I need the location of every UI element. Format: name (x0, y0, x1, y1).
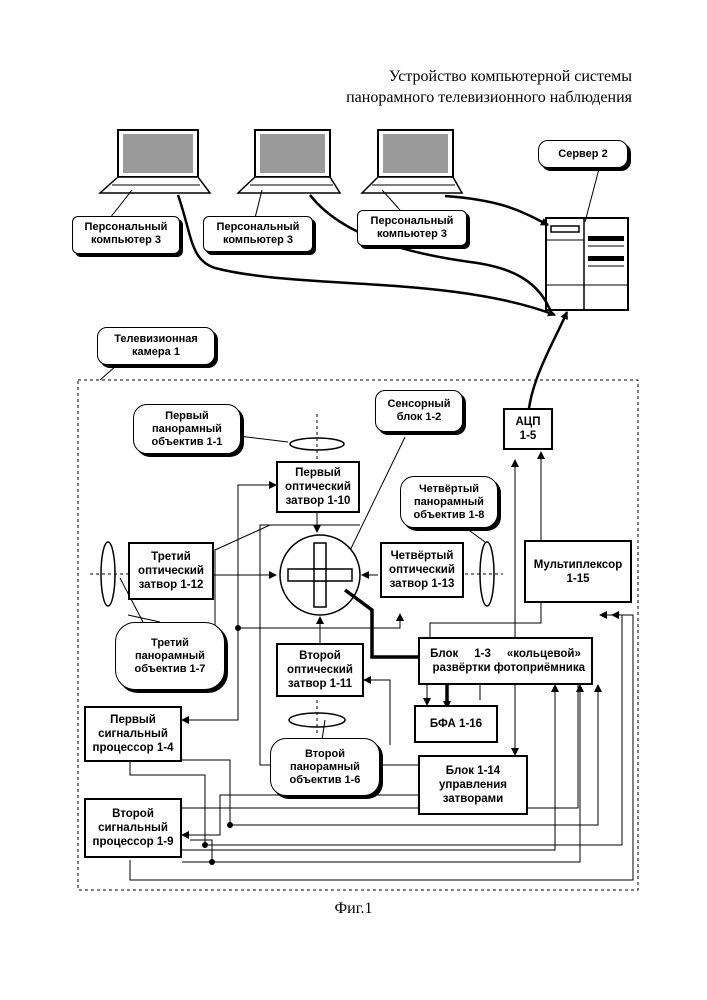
pc-label-1: Персональный компьютер 3 (72, 216, 180, 254)
camera-label: Телевизионная камера 1 (97, 327, 215, 365)
sensor-label: Сенсорный блок 1-2 (375, 390, 463, 432)
shutter-control-block: Блок 1-14 управления затворами (418, 755, 528, 815)
shutter-1-11: Второй оптический затвор 1-11 (276, 643, 364, 697)
pc-label-3: Персональный компьютер 3 (357, 210, 467, 246)
sensor-circle (280, 535, 360, 615)
laptop-icon-3 (362, 130, 462, 193)
bfa-block: БФА 1-16 (414, 705, 498, 743)
server-label: Сервер 2 (538, 140, 628, 168)
scan-block-line2: развёртки фотоприёмника (432, 661, 591, 675)
figure-caption: Фиг.1 (0, 900, 707, 918)
multiplexer-block: Мультиплексор 1-15 (524, 540, 632, 603)
shutter-1-12: Третий оптический затвор 1-12 (128, 542, 214, 600)
lens-label-1-7: Третий панорамный объектив 1-7 (115, 622, 225, 690)
lens-label-1-8: Четвёртый панорамный объектив 1-8 (400, 476, 498, 528)
signal-processor-1-4: Первый сигнальный процессор 1-4 (84, 706, 182, 762)
scan-block: Блок 1-3 «кольцевой» развёртки фотоприём… (418, 637, 593, 685)
signal-processor-1-9: Второй сигнальный процессор 1-9 (84, 798, 182, 858)
laptop-icon-1 (100, 130, 210, 193)
lens-label-1-1: Первый панорамный объектив 1-1 (133, 404, 241, 454)
scan-block-line1: Блок 1-3 «кольцевой» (430, 647, 581, 661)
lens-label-1-6: Второй панорамный объектив 1-6 (270, 738, 380, 796)
pc-label-2: Персональный компьютер 3 (203, 216, 313, 252)
adc-block: АЦП 1-5 (503, 408, 553, 450)
shutter-1-13: Четвёртый оптический затвор 1-13 (380, 542, 464, 598)
server-icon (546, 218, 628, 310)
laptop-icon-2 (238, 130, 340, 193)
shutter-1-10: Первый оптический затвор 1-10 (276, 461, 360, 513)
